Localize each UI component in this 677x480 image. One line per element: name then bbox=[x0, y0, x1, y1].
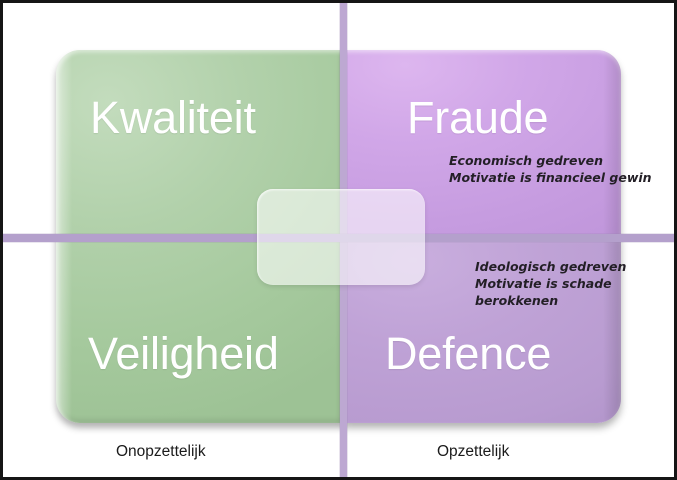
quadrant-note-defence-line-3: berokkenen bbox=[475, 292, 559, 308]
quadrant-note-fraude: Economisch gedreven Motivatie is financi… bbox=[449, 153, 652, 187]
diagram-canvas: Kwaliteit Fraude Veiligheid Defence Econ… bbox=[3, 3, 674, 477]
quadrant-panel-purple-bottom bbox=[344, 238, 621, 423]
quadrant-note-fraude-line-2: Motivatie is financieel gewin bbox=[449, 169, 652, 185]
axis-label-opzettelijk: Opzettelijk bbox=[437, 443, 510, 460]
quadrant-note-fraude-line-1: Economisch gedreven bbox=[449, 153, 603, 168]
quadrant-title-defence: Defence bbox=[385, 328, 552, 379]
quadrant-title-kwaliteit: Kwaliteit bbox=[90, 92, 256, 143]
center-overlay-square bbox=[257, 189, 425, 285]
axis-label-onopzettelijk: Onopzettelijk bbox=[116, 443, 206, 460]
quadrant-title-fraude: Fraude bbox=[407, 92, 549, 143]
quadrant-note-defence: Ideologisch gedreven Motivatie is schade… bbox=[475, 259, 626, 310]
quadrant-note-defence-line-2: Motivatie is schade bbox=[475, 275, 612, 291]
quadrant-note-defence-line-1: Ideologisch gedreven bbox=[475, 259, 627, 274]
quadrant-title-veiligheid: Veiligheid bbox=[88, 328, 279, 379]
